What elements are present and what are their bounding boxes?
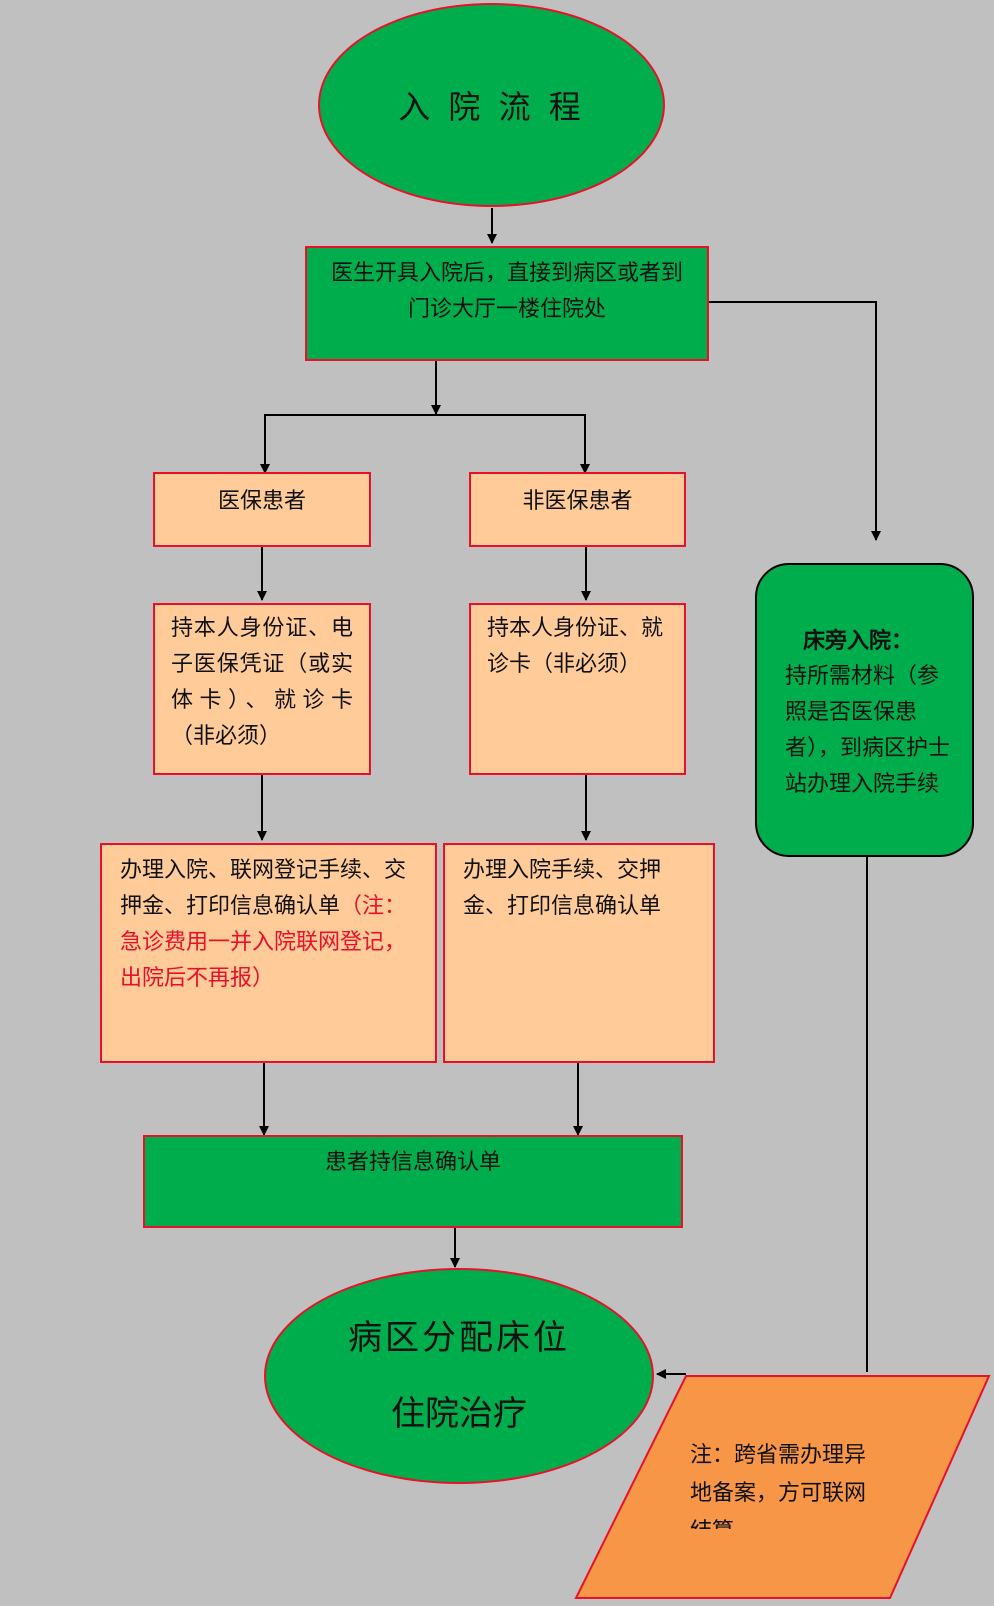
confirmation-slip-text: 患者持信息确认单 <box>324 1150 501 1175</box>
insured-documents-text: 持本人身份证、电子医保凭证（或实体卡）、就诊卡（非必须） <box>171 616 353 749</box>
insured-patient-box: 医保患者 <box>153 472 371 547</box>
uninsured-patient-box: 非医保患者 <box>469 472 686 547</box>
uninsured-documents-text: 持本人身份证、就诊卡（非必须） <box>487 616 664 677</box>
hospital-treatment-text: 住院治疗 <box>391 1394 527 1434</box>
flowchart-title: 入 院 流 程 <box>398 88 585 126</box>
title-oval: 入 院 流 程 <box>318 3 665 207</box>
emergency-fee-note: （注：急诊费用一并入院联网登记，出院后不再报） <box>120 894 407 991</box>
bedside-admission-box: 床旁入院： 持所需材料（参照是否医保患者），到病区护士站办理入院手续 <box>755 563 974 857</box>
bed-allocation-text: 病区分配床位 <box>348 1318 570 1358</box>
bedside-admission-text: 持所需材料（参照是否医保患者），到病区护士站办理入院手续 <box>785 664 951 797</box>
step-doctor-order-text: 医生开具入院后，直接到病区或者到门诊大厅一楼住院处 <box>330 261 683 322</box>
insured-documents-box: 持本人身份证、电子医保凭证（或实体卡）、就诊卡（非必须） <box>153 603 371 775</box>
note-shape <box>574 1375 991 1599</box>
final-oval: 病区分配床位 住院治疗 <box>264 1268 654 1484</box>
insured-procedure-box: 办理入院、联网登记手续、交押金、打印信息确认单（注：急诊费用一并入院联网登记，出… <box>100 843 437 1063</box>
uninsured-procedure-box: 办理入院手续、交押金、打印信息确认单 <box>443 843 715 1063</box>
insured-procedure-text: 办理入院、联网登记手续、交押金、打印信息确认单 <box>120 858 407 919</box>
uninsured-patient-label: 非医保患者 <box>522 489 633 514</box>
uninsured-procedure-text: 办理入院手续、交押金、打印信息确认单 <box>463 858 662 919</box>
insured-patient-label: 医保患者 <box>217 489 306 514</box>
confirmation-slip-box: 患者持信息确认单 <box>143 1135 683 1228</box>
cross-province-note-text: 注：跨省需办理异地备案，方可联网结算 <box>690 1443 867 1529</box>
bedside-admission-title: 床旁入院： <box>803 628 914 654</box>
step-doctor-order: 医生开具入院后，直接到病区或者到门诊大厅一楼住院处 <box>305 246 709 361</box>
cross-province-note: 注：跨省需办理异地备案，方可联网结算 <box>690 1437 880 1529</box>
uninsured-documents-box: 持本人身份证、就诊卡（非必须） <box>469 603 686 775</box>
